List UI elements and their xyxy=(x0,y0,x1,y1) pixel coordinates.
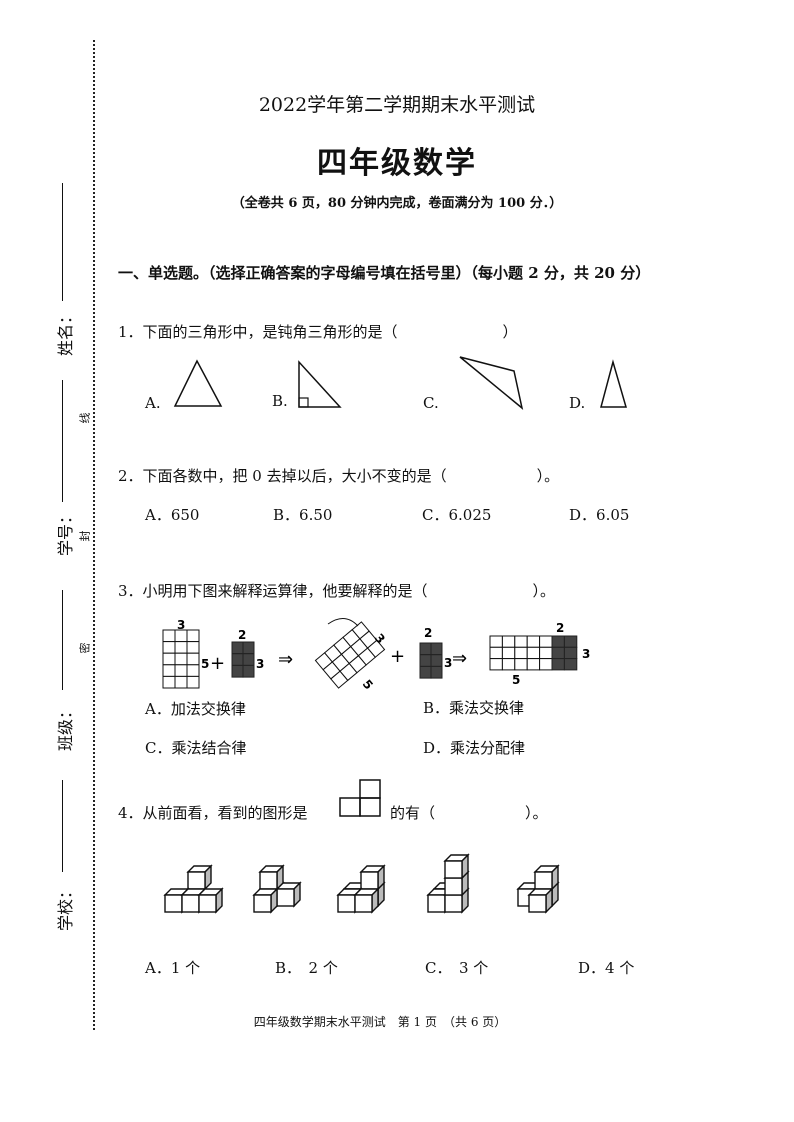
q2-option-d[interactable]: D．6.05 xyxy=(569,506,630,524)
page-footer: 四年级数学期末水平测试 第 1 页 （共 6 页） xyxy=(253,1015,507,1029)
cube xyxy=(275,881,302,908)
arrow-right-icon: ⇒ xyxy=(278,649,293,670)
q3-option-a[interactable]: A．加法交换律 xyxy=(145,700,246,718)
grid-2x3-shaded-2 xyxy=(419,642,443,679)
triangle-obtuse-c xyxy=(459,356,524,410)
rotate-arrow-icon xyxy=(327,618,359,627)
cube xyxy=(359,864,386,891)
grid-cell xyxy=(242,664,255,678)
exam-title: 2022学年第二学期期末水平测试 xyxy=(258,94,536,116)
grid2-width-label: 2 xyxy=(238,628,246,642)
triangle-right-b xyxy=(298,360,342,408)
grid-combined-7x3 xyxy=(489,635,578,671)
school-blank-line[interactable] xyxy=(62,780,63,872)
subject-title: 四年级数学 xyxy=(317,146,477,181)
cube xyxy=(527,887,554,914)
plus-sign-2: + xyxy=(390,646,405,667)
section-heading: 一、单选题。（选择正确答案的字母编号填在括号里）（每小题 2 分，共 20 分） xyxy=(118,264,651,282)
grid-cell xyxy=(366,639,386,658)
q2-option-b[interactable]: B．6.50 xyxy=(273,506,333,524)
grid-2x3-shaded xyxy=(231,641,255,678)
student-id-blank-line[interactable] xyxy=(62,380,63,502)
q3-option-b[interactable]: B．乘法交换律 xyxy=(423,699,525,717)
grid4-height-label: 3 xyxy=(444,656,452,670)
cube xyxy=(533,864,560,891)
arrow-right-icon-2: ⇒ xyxy=(452,648,467,669)
grid-3x5 xyxy=(162,629,200,689)
cube xyxy=(353,887,380,914)
question-4-text-end: 的有（ ）。 xyxy=(390,804,548,822)
question-3-text: 3．小明用下图来解释运算律，他要解释的是（ ）。 xyxy=(118,582,556,600)
question-1-text: 1．下面的三角形中，是钝角三角形的是（ ） xyxy=(118,323,518,341)
grid-cell xyxy=(186,675,200,689)
grid1-height-label: 5 xyxy=(201,657,209,671)
grid-cell xyxy=(430,665,443,679)
cube xyxy=(252,887,279,914)
grid-cell xyxy=(563,658,578,671)
front-view-shape-icon xyxy=(339,779,381,817)
name-blank-line[interactable] xyxy=(62,183,63,301)
q1-option-d[interactable]: D. xyxy=(569,394,586,412)
question-2-text: 2．下面各数中，把 0 去掉以后，大小不变的是（ ）。 xyxy=(118,467,560,485)
binding-dotted-line xyxy=(93,40,95,1030)
triangle-acute-d xyxy=(600,359,627,408)
class-blank-line[interactable] xyxy=(62,590,63,690)
q1-option-c[interactable]: C. xyxy=(423,394,439,412)
q1-option-b[interactable]: B. xyxy=(272,392,288,410)
grid2-height-label: 3 xyxy=(256,657,264,671)
q4-option-b[interactable]: B． 2 个 xyxy=(275,959,338,977)
question-4-text: 4．从前面看，看到的图形是 xyxy=(118,804,308,822)
q2-option-a[interactable]: A．650 xyxy=(145,506,200,524)
q3-option-c[interactable]: C．乘法结合律 xyxy=(145,739,247,757)
q1-option-a[interactable]: A. xyxy=(145,394,161,412)
q3-option-d[interactable]: D．乘法分配律 xyxy=(423,739,526,757)
q4-option-a[interactable]: A．1 个 xyxy=(145,959,201,977)
q3-area-model-figure: 3 5 + 2 3 ⇒ 3 5 + 2 3 ⇒ 2 3 5 xyxy=(162,618,590,692)
exam-instructions: （全卷共 6 页，80 分钟内完成，卷面满分为 100 分．） xyxy=(231,196,563,211)
grid5-width-label: 2 xyxy=(556,621,564,635)
right-angle-mark xyxy=(298,397,309,408)
q2-option-c[interactable]: C．6.025 xyxy=(422,506,492,524)
q4-option-c[interactable]: C． 3 个 xyxy=(425,959,489,977)
triangle-acute-a xyxy=(173,359,223,407)
grid1-width-label: 3 xyxy=(177,618,185,632)
cube xyxy=(443,853,470,880)
cube xyxy=(258,864,285,891)
grid4-width-label: 2 xyxy=(424,626,432,640)
cube xyxy=(186,864,213,891)
grid5-length-label: 5 xyxy=(512,673,520,687)
q4-option-d[interactable]: D．4 个 xyxy=(578,959,635,977)
grid5-height-label: 3 xyxy=(582,647,590,661)
cube xyxy=(197,887,224,914)
grid-rotated-5x3 xyxy=(314,621,386,689)
plus-sign: + xyxy=(210,653,225,674)
